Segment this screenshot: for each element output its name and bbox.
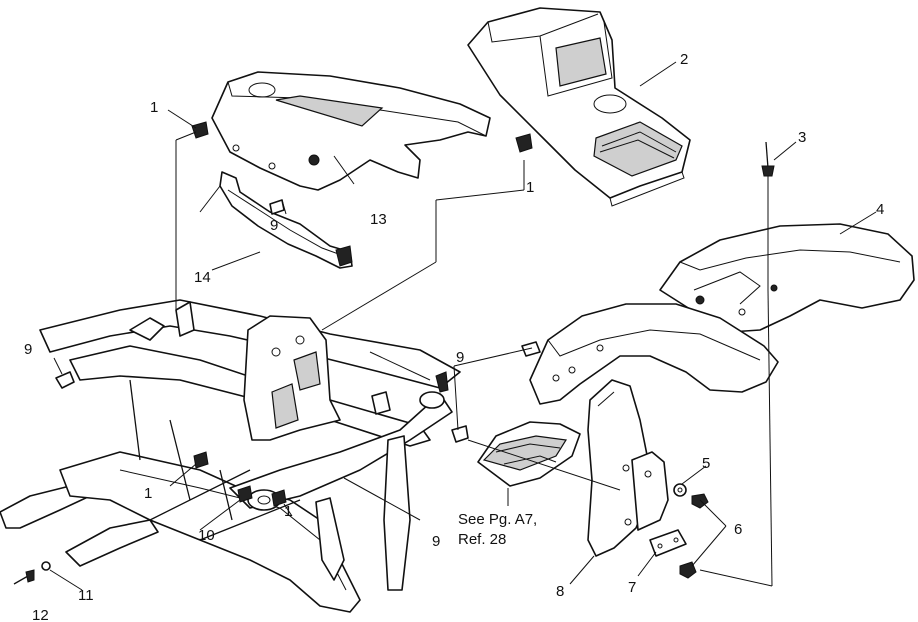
callout-12: 12 <box>32 607 49 622</box>
callout-3: 3 <box>798 129 806 146</box>
callout-1: 1 <box>150 99 158 116</box>
callout-7: 7 <box>628 579 636 596</box>
part-14-deflector <box>199 171 353 269</box>
part-2-console-housing <box>467 7 691 207</box>
callout-2: 2 <box>680 51 688 68</box>
footrest-assembly <box>477 421 581 487</box>
part-7-plate <box>649 529 687 557</box>
leader-lines <box>49 61 877 591</box>
callout-1: 1 <box>526 179 534 196</box>
callout-1: 1 <box>144 485 152 502</box>
callout-11: 11 <box>78 587 94 604</box>
callout-4: 4 <box>876 201 884 218</box>
callout-10: 10 <box>198 527 215 544</box>
part-10-bolt <box>237 485 253 503</box>
callout-14: 14 <box>194 269 211 286</box>
part-1-clips <box>191 121 533 507</box>
part-5-washer <box>673 483 687 497</box>
part-6-nut <box>679 493 709 579</box>
callout-1: 1 <box>284 503 292 520</box>
part-11-washer <box>41 561 51 571</box>
callout-6: 6 <box>734 521 742 538</box>
part-8-front-fender <box>529 303 779 557</box>
callout-8: 8 <box>556 583 564 600</box>
callout-9: 9 <box>432 533 440 550</box>
reference-note: See Pg. A7, Ref. 28 <box>458 511 537 548</box>
part-4-rear-fender <box>659 223 915 333</box>
callout-5: 5 <box>702 455 710 472</box>
callout-9: 9 <box>24 341 32 358</box>
part-13-front-cover <box>211 71 491 191</box>
vehicle-frame <box>0 299 461 613</box>
part-9-screws <box>55 199 541 443</box>
callout-13: 13 <box>370 211 387 228</box>
callout-labels: 1 1 1 1 2 3 4 5 6 7 8 9 9 9 9 10 11 12 1… <box>24 51 884 622</box>
reference-note-line-1: See Pg. A7, <box>458 511 537 528</box>
part-3-bolt <box>761 141 775 177</box>
callout-9: 9 <box>456 349 464 366</box>
callout-9: 9 <box>270 217 278 234</box>
reference-note-line-2: Ref. 28 <box>458 531 506 548</box>
part-12-bolt <box>13 569 35 585</box>
